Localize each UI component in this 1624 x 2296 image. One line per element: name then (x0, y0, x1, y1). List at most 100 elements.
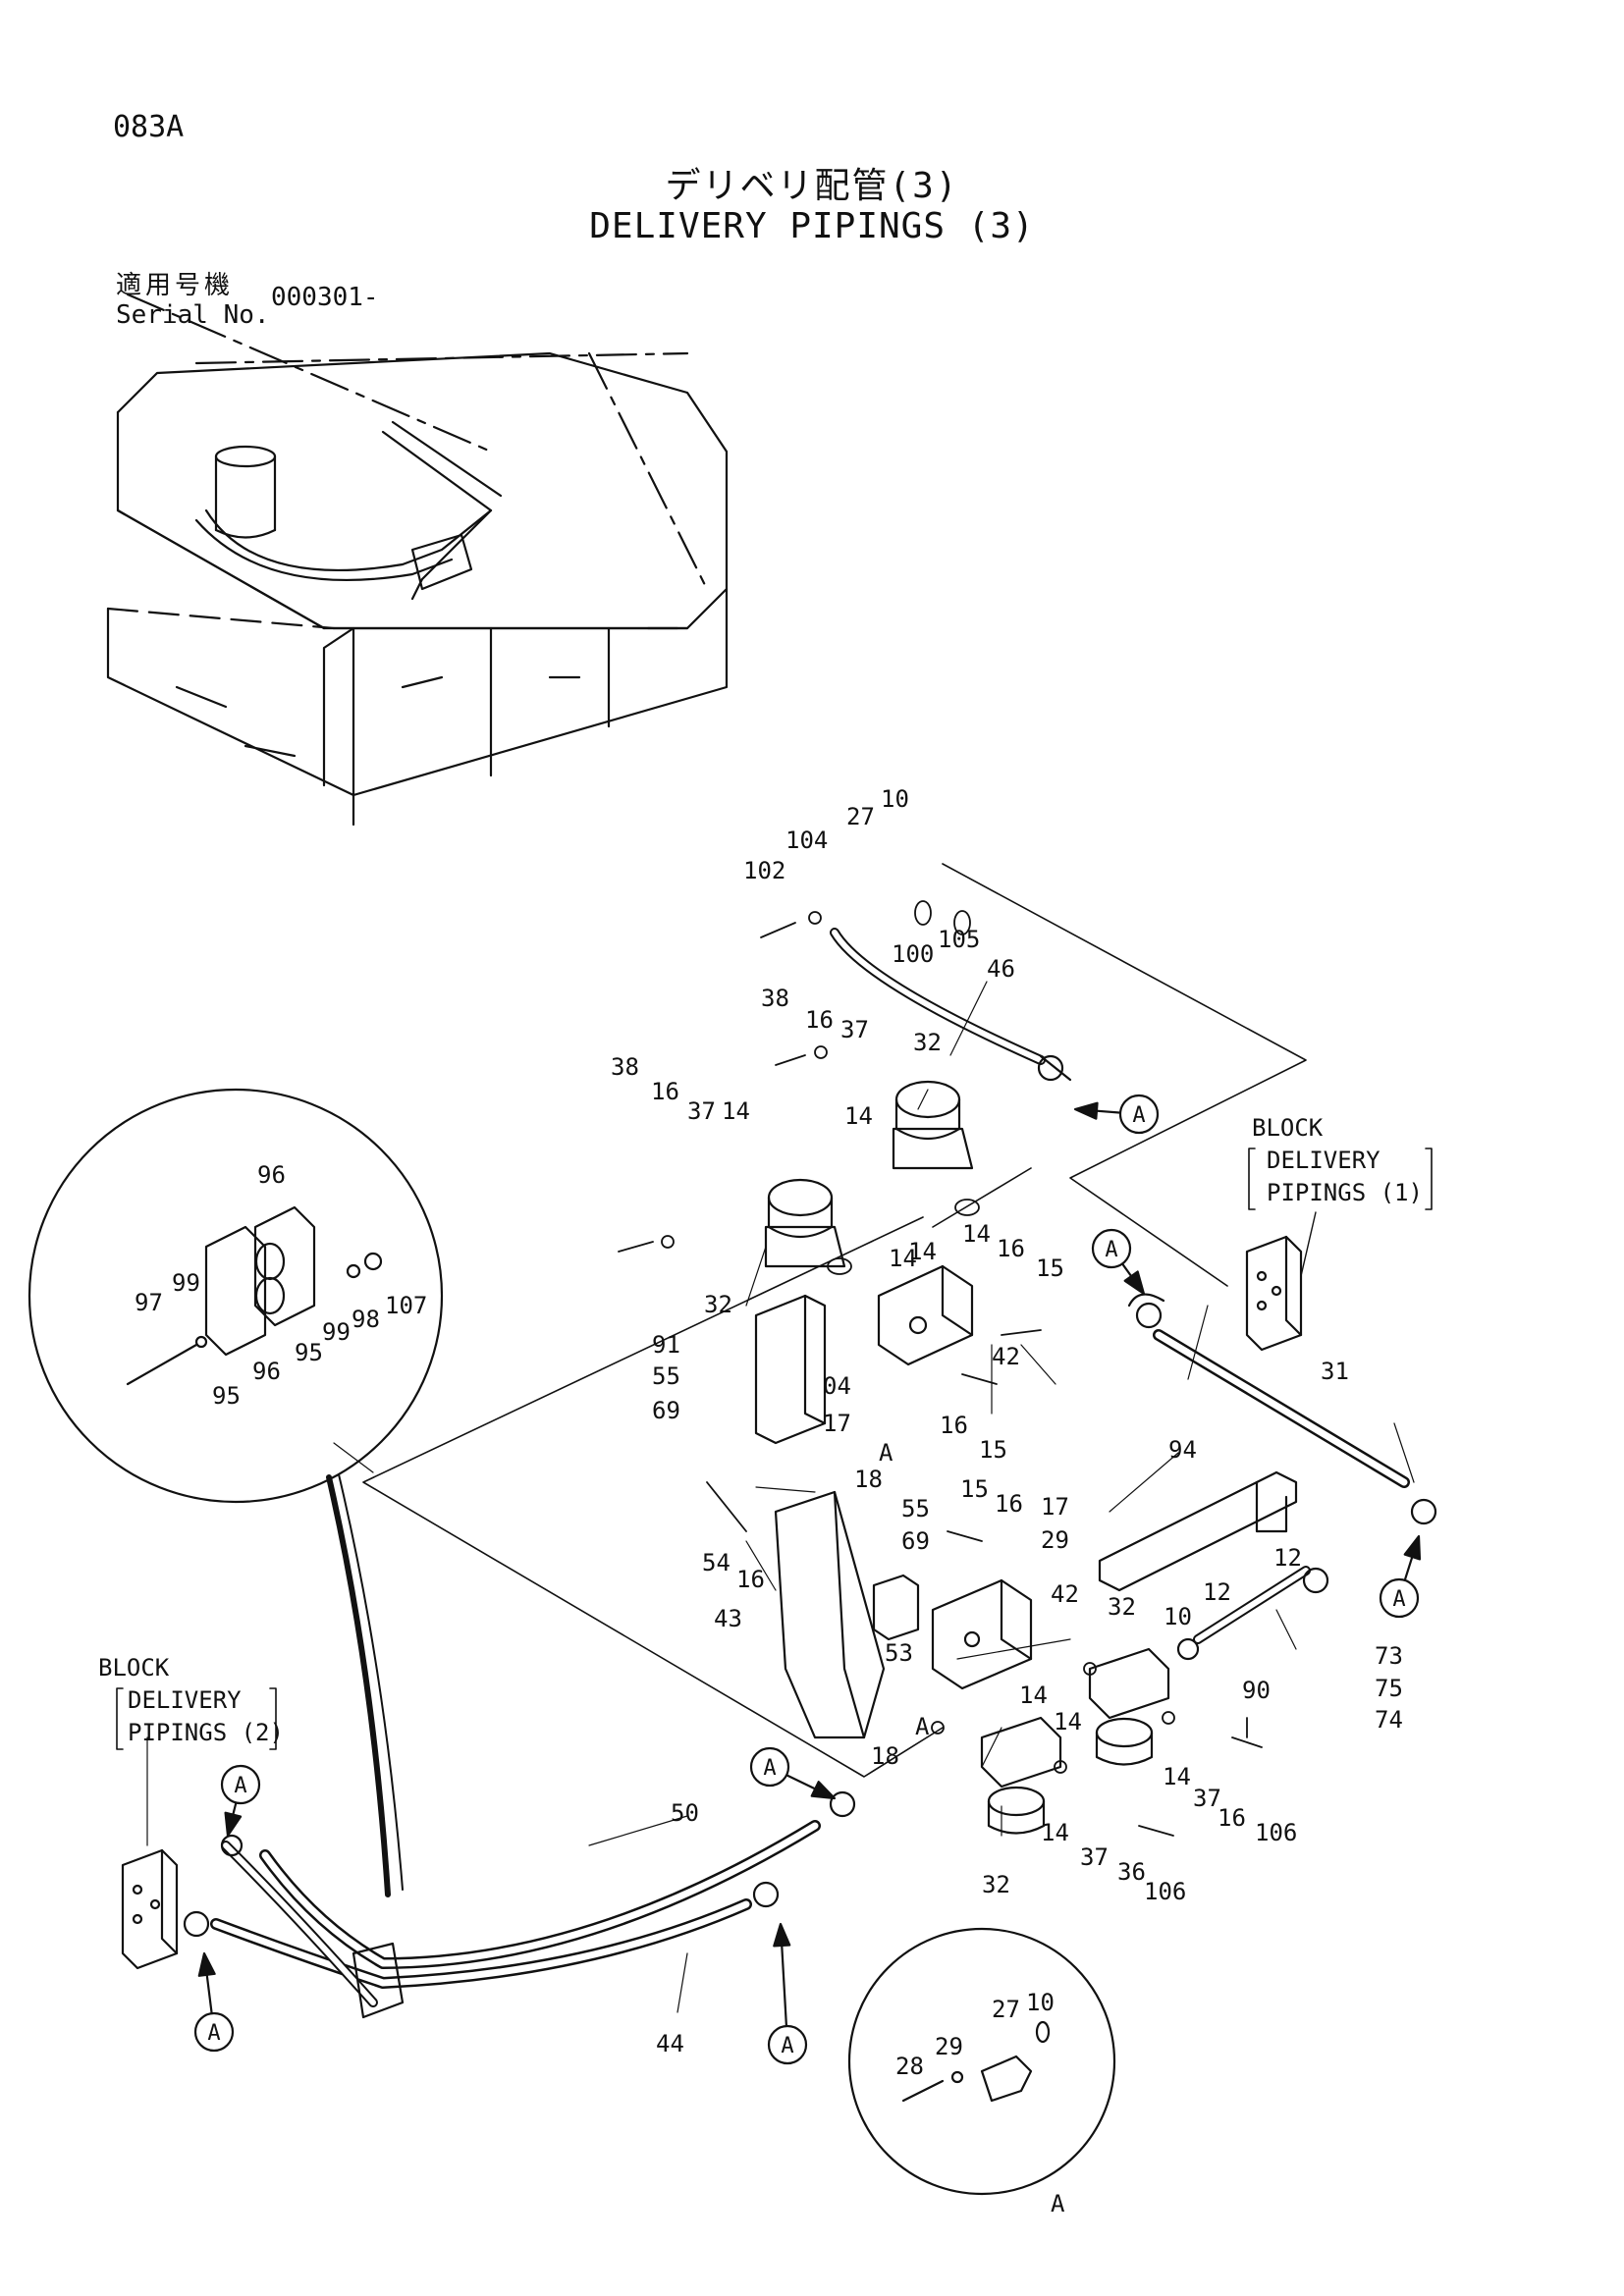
callout-c14b: 14 (722, 1097, 750, 1125)
callout-c16a: 16 (805, 1006, 834, 1034)
section-a-marker-6: A (193, 1951, 235, 2053)
callout-d98: 98 (352, 1306, 380, 1333)
callout-c12b: 12 (1203, 1578, 1231, 1606)
callout-c106b: 106 (1144, 1878, 1186, 1905)
detail-circle-a (847, 1927, 1116, 2196)
ref-block-2-line-2: DELIVERY (128, 1686, 242, 1714)
callout-c16g: 16 (1218, 1804, 1246, 1832)
ref-block-1-line-3: PIPINGS (1) (1267, 1179, 1423, 1206)
callout-c50: 50 (671, 1799, 699, 1827)
callout-c54: 54 (702, 1549, 731, 1576)
section-a-marker-4: A (749, 1746, 837, 1800)
assembly-boundary-lines (362, 863, 1307, 1778)
callout-c15c: 15 (960, 1475, 989, 1503)
callout-c15a: 15 (1036, 1255, 1064, 1282)
section-a-marker-label: A (781, 2034, 793, 2058)
section-a-markers: A A A A A A A (193, 1094, 1422, 2065)
callout-c14e: 14 (908, 1238, 937, 1265)
callout-c37c: 37 (1193, 1785, 1221, 1812)
callout-c16b: 16 (651, 1078, 679, 1105)
callout-d107: 107 (385, 1292, 427, 1319)
callout-c14a: 14 (844, 1102, 873, 1130)
block-42-upper (877, 1264, 974, 1366)
callout-c36: 36 (1117, 1858, 1146, 1886)
section-a-marker-2: A (1091, 1228, 1146, 1296)
callout-c16d: 16 (940, 1412, 968, 1439)
fitting-32-lower (980, 1716, 1062, 1835)
callout-c18b: 18 (871, 1742, 899, 1770)
section-a-marker-7: A (767, 1922, 808, 2065)
section-a-marker-label: A (763, 1756, 776, 1781)
pipe-46 (830, 928, 1072, 1082)
title-japanese: デリベリ配管(3) (665, 166, 959, 206)
clamp-53 (872, 1574, 920, 1641)
ref-label-brackets (116, 1148, 1433, 1750)
fitting-32-middle (764, 1178, 846, 1268)
bolts-and-seals (618, 900, 1263, 1837)
section-a-marker-label: A (1132, 1103, 1145, 1128)
callout-c14g: 14 (1054, 1708, 1082, 1735)
callout-c55a: 55 (652, 1362, 680, 1390)
callout-d96b: 96 (252, 1358, 281, 1385)
callout-c37d: 37 (1080, 1843, 1109, 1871)
callout-c17b: 17 (1041, 1493, 1069, 1521)
section-a-marker-3: A (1379, 1534, 1422, 1619)
serial-number-value: 000301- (271, 283, 379, 312)
callout-c100: 100 (892, 940, 934, 968)
callout-cAb: A (915, 1713, 930, 1740)
callout-e10: 10 (1026, 1989, 1055, 2016)
callout-c91: 91 (652, 1331, 680, 1359)
block-42-lower (931, 1578, 1033, 1690)
callout-d95a: 95 (295, 1339, 323, 1366)
section-a-marker-label: A (1105, 1238, 1117, 1262)
callout-cAa: A (879, 1439, 893, 1467)
fitting-32-right (1088, 1647, 1170, 1766)
section-a-marker-label: A (1392, 1587, 1405, 1612)
block-2-illustration (121, 1848, 179, 1970)
pipes-50-44 (183, 1790, 856, 2019)
callout-c16c: 16 (997, 1235, 1025, 1262)
rail-94 (1098, 1470, 1298, 1592)
callout-c14c: 14 (962, 1220, 991, 1248)
serial-label-english: Serial No. (116, 300, 270, 330)
callout-c10b: 10 (1164, 1603, 1192, 1630)
section-a-marker-1: A (1073, 1094, 1160, 1135)
callout-c18a: 18 (854, 1466, 883, 1493)
callout-c43: 43 (714, 1605, 742, 1632)
callout-c14i: 14 (1041, 1819, 1069, 1846)
callout-c69a: 69 (652, 1397, 680, 1424)
callout-c37b: 37 (687, 1097, 716, 1125)
ref-block-1-line-2: DELIVERY (1267, 1147, 1380, 1174)
callout-c16f: 16 (995, 1490, 1023, 1518)
callout-c104: 104 (785, 827, 828, 854)
callout-c10: 10 (881, 785, 909, 813)
callout-c44: 44 (656, 2030, 684, 2057)
callout-c106a: 106 (1255, 1819, 1297, 1846)
detail-circle-clamp (27, 1088, 444, 1897)
bracket-91 (754, 1294, 827, 1445)
section-a-marker-5: A (220, 1764, 261, 1838)
callout-c46: 46 (987, 955, 1015, 983)
callout-d96a: 96 (257, 1161, 286, 1189)
ref-block-2-line-1: BLOCK (98, 1654, 170, 1682)
callout-c32b: 32 (704, 1291, 732, 1318)
callout-c14d: 14 (889, 1245, 917, 1272)
callout-c31: 31 (1321, 1358, 1349, 1385)
callout-c12a: 12 (1273, 1544, 1302, 1572)
callout-c38a: 38 (761, 985, 789, 1012)
callout-c90: 90 (1242, 1677, 1271, 1704)
callout-c37a: 37 (840, 1016, 869, 1043)
callout-c75: 75 (1375, 1675, 1403, 1702)
callout-c17a: 17 (823, 1410, 851, 1437)
callout-d95b: 95 (212, 1382, 241, 1410)
callout-c102: 102 (743, 857, 785, 884)
callout-d99b: 99 (322, 1318, 351, 1346)
callout-c42b: 42 (1051, 1580, 1079, 1608)
title-english: DELIVERY PIPINGS (3) (589, 206, 1035, 246)
callout-c14f: 14 (1019, 1682, 1048, 1709)
callout-e27: 27 (992, 1996, 1020, 2023)
ref-block-2-line-3: PIPINGS (2) (128, 1719, 284, 1746)
callout-c55b: 55 (901, 1495, 930, 1522)
